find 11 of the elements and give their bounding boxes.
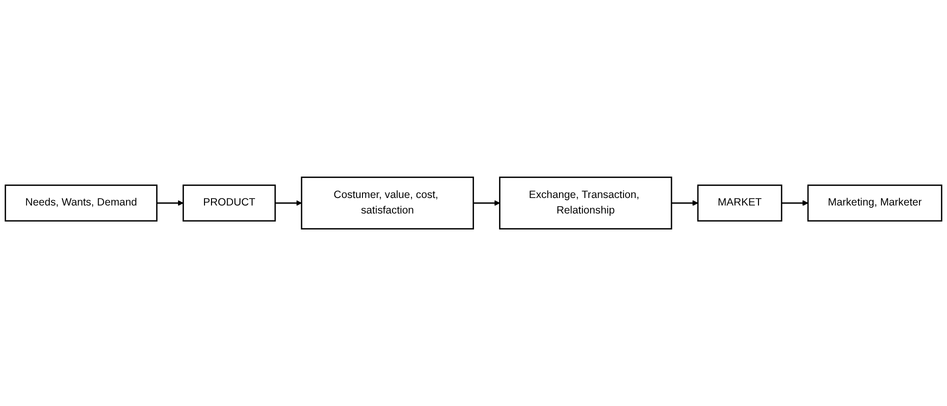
node-box: Needs, Wants, Demand [4,184,158,222]
arrow [275,200,302,206]
arrow [473,200,500,206]
node-box: MARKET [697,184,782,222]
node-box: PRODUCT [182,184,276,222]
arrow [782,200,808,206]
node-box: Exchange, Transaction, Relationship [499,176,672,230]
arrow [156,200,184,206]
node-box: Marketing, Marketer [807,184,942,222]
node-box: Costumer, value, cost, satisfaction [300,176,474,230]
arrow [671,200,698,206]
